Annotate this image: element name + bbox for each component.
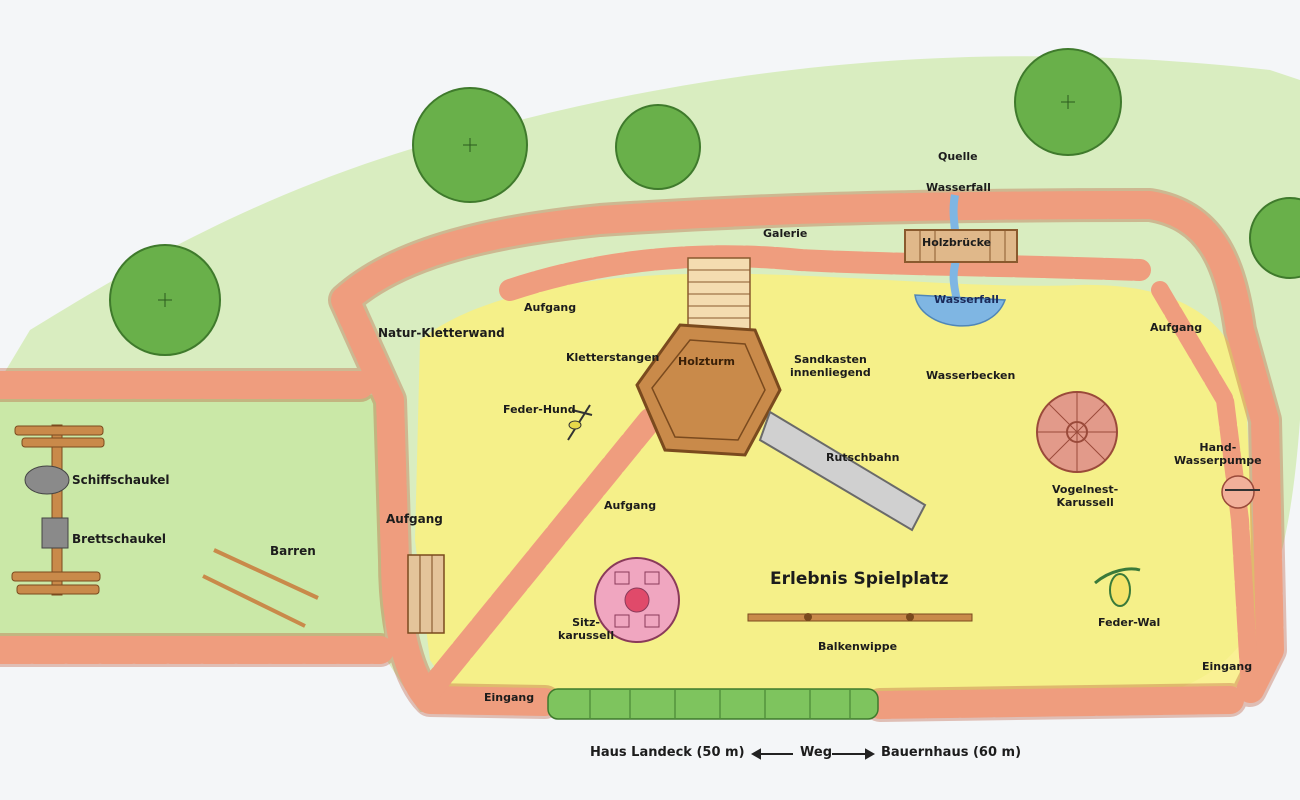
route-middle-label: Weg	[800, 745, 832, 760]
label-aufgang-right: Aufgang	[1150, 321, 1203, 334]
label-vogelnest-line2: Karussell	[1056, 495, 1114, 509]
label-aufgang-top: Aufgang	[524, 301, 577, 314]
tree	[109, 244, 221, 356]
bench	[407, 554, 445, 634]
tree	[615, 104, 701, 190]
seat-carousel	[594, 557, 680, 643]
label-vogelnest-karussell: Vogelnest- Karussell	[1052, 483, 1119, 509]
label-balkenwippe: Balkenwippe	[818, 640, 898, 653]
swing-frame	[11, 424, 105, 596]
label-vogelnest-line1: Vogelnest-	[1052, 483, 1119, 496]
brick-wall	[0, 188, 1287, 722]
route-left-label: Haus Landeck (50 m)	[590, 745, 745, 760]
label-feder-hund: Feder-Hund	[503, 403, 576, 416]
label-hand-wasserpumpe-line2: Wasserpumpe	[1174, 453, 1262, 467]
label-holzbruecke: Holzbrücke	[922, 236, 992, 249]
label-sandkasten: Sandkasten innenliegend	[790, 353, 871, 379]
label-sitzkarussell-line1: Sitz-	[572, 616, 600, 629]
tree	[412, 87, 528, 203]
label-sitzkarussell: Sitz- karussell	[558, 616, 615, 642]
slide	[758, 410, 927, 532]
label-aufgang-mid: Aufgang	[604, 499, 657, 512]
label-wasserbecken: Wasserbecken	[926, 369, 1016, 382]
label-feder-wal: Feder-Wal	[1098, 616, 1161, 629]
label-sandkasten-line2: innenliegend	[790, 365, 871, 379]
water-pool	[914, 294, 1007, 327]
wooden-tower-deck	[651, 339, 766, 441]
bird-nest-carousel	[1036, 391, 1118, 473]
label-eingang-right: Eingang	[1202, 660, 1253, 673]
spring-dog	[567, 404, 593, 441]
map-title: Erlebnis Spielplatz	[770, 569, 949, 589]
label-holzturm: Holzturm	[678, 355, 735, 368]
label-quelle: Quelle	[938, 150, 978, 163]
label-kletterstangen: Kletterstangen	[566, 351, 660, 364]
tree	[1014, 48, 1122, 156]
seesaw-beam	[747, 613, 973, 622]
parallel-bars	[202, 548, 319, 628]
label-sandkasten-line1: Sandkasten	[793, 353, 867, 366]
label-schiffschaukel: Schiffschaukel	[72, 473, 170, 487]
hand-water-pump	[1221, 475, 1260, 509]
hedge	[547, 688, 879, 720]
label-aufgang-left: Aufgang	[386, 512, 443, 526]
spring-whale	[1094, 567, 1141, 607]
route-right-label: Bauernhaus (60 m)	[881, 745, 1022, 760]
route-arrows	[750, 748, 876, 760]
wooden-tower	[635, 323, 782, 457]
label-brettschaukel: Brettschaukel	[72, 532, 167, 546]
label-barren: Barren	[270, 544, 316, 558]
label-hand-wasserpumpe: Hand- Wasserpumpe	[1174, 441, 1262, 467]
label-wasserfall-top: Wasserfall	[926, 181, 991, 194]
label-eingang-bottom: Eingang	[484, 691, 535, 704]
label-galerie: Galerie	[763, 227, 808, 240]
label-natur-kletterwand: Natur-Kletterwand	[378, 326, 505, 340]
label-rutschbahn: Rutschbahn	[826, 451, 900, 464]
tree	[1249, 197, 1300, 279]
wooden-bridge	[904, 229, 1018, 263]
label-sitzkarussell-line2: karussell	[558, 628, 615, 642]
label-wasserfall-pool: Wasserfall	[934, 293, 999, 306]
label-hand-wasserpumpe-line1: Hand-	[1199, 441, 1237, 454]
